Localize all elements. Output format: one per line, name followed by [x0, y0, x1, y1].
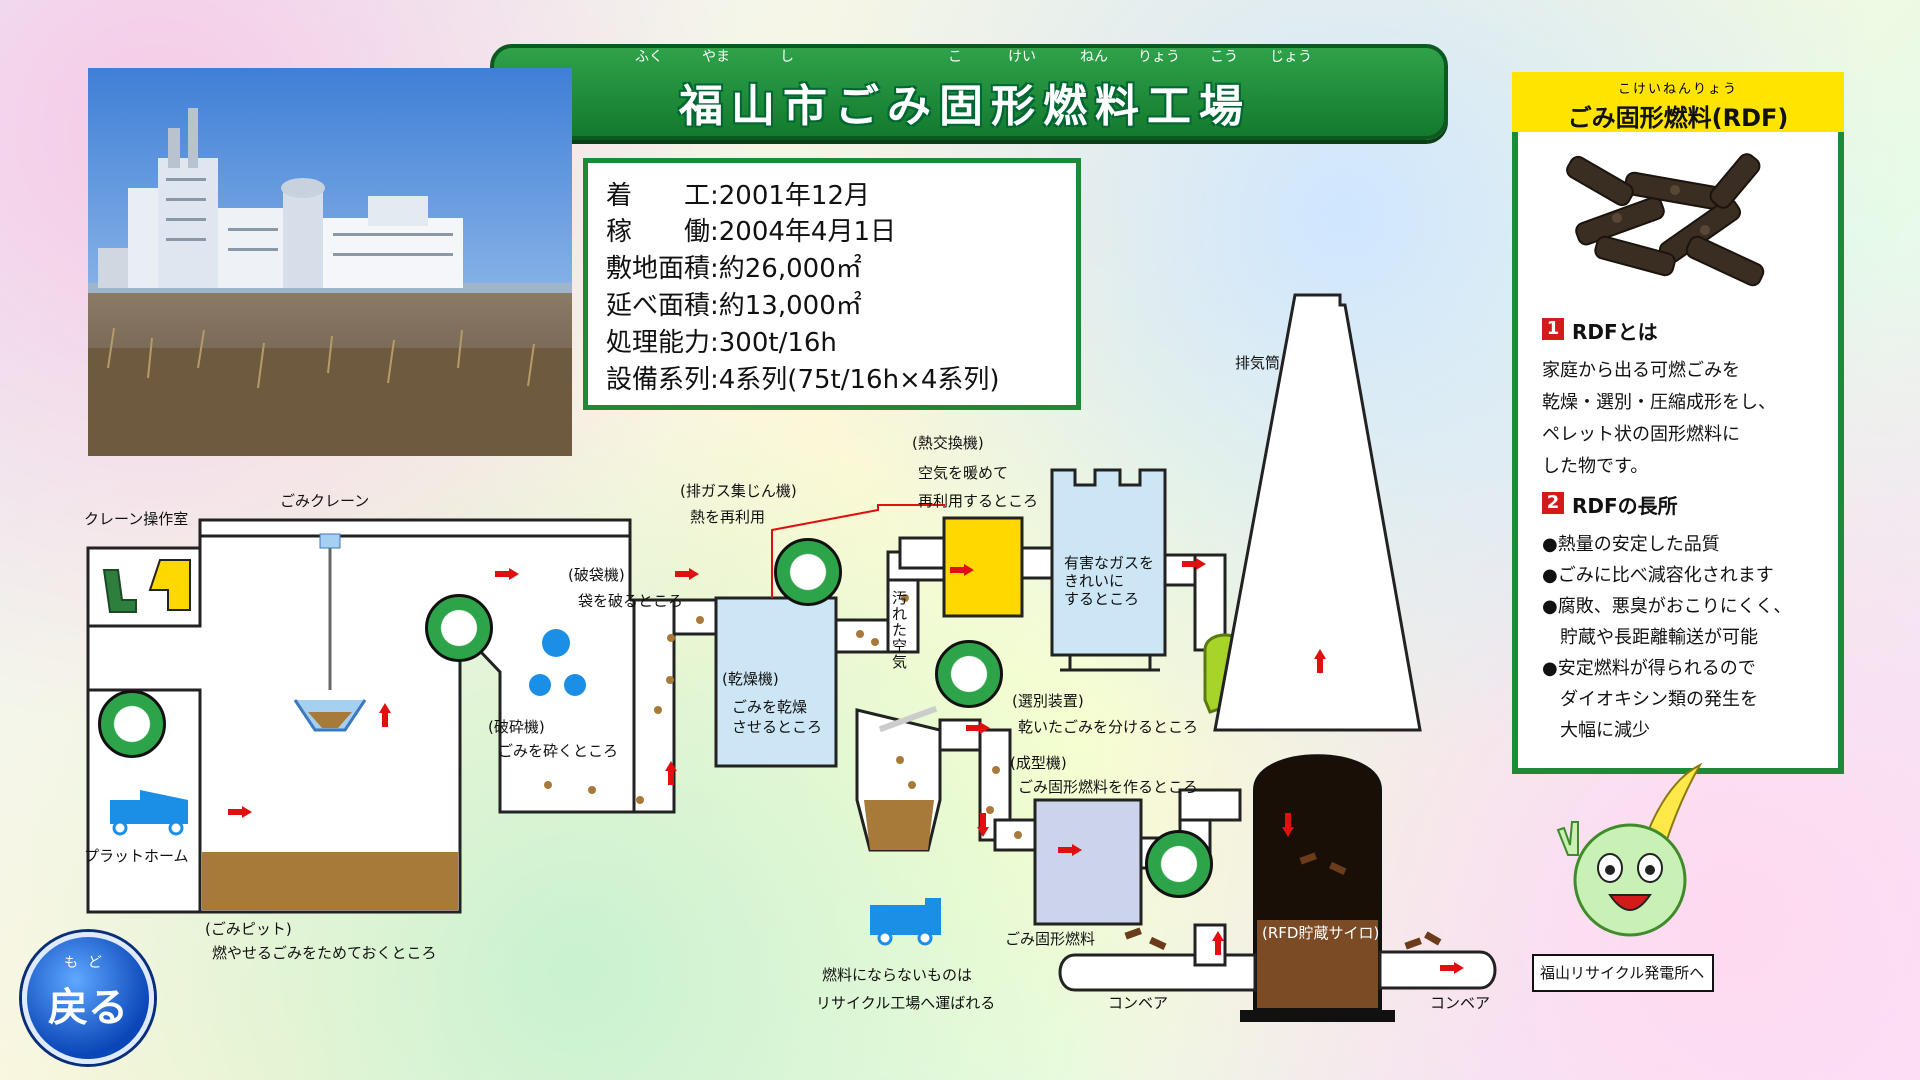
rdf-section1-title: RDFとは: [1572, 320, 1658, 344]
info-floor-area: 延べ面積:約13,000㎡: [606, 291, 862, 321]
rdf-pellets-image: [1555, 150, 1785, 300]
flow-arrow: [977, 813, 989, 839]
label-garbage-crane: ごみクレーン: [280, 492, 370, 510]
dryer-unit: [714, 596, 838, 768]
label-chimney: 排気筒: [1235, 354, 1281, 372]
crusher-gears-icon: [529, 629, 586, 696]
garbage-truck-icon: [110, 790, 188, 836]
label-silo: (RFD貯蔵サイロ): [1262, 924, 1380, 942]
label-gas-treatment-3: するところ: [1064, 590, 1140, 608]
rdf-title-ruby: こけいねんりょう: [1617, 82, 1738, 97]
rdf-section1-line: 乾燥・選別・圧縮成形をし、: [1542, 392, 1776, 413]
title-banner: [490, 44, 1448, 140]
info-capacity: 処理能力:300t/16h: [606, 328, 837, 358]
molding-machine: [1033, 798, 1143, 926]
crane-rail: [198, 518, 632, 538]
label-pit-desc: 燃やせるごみをためておくところ: [212, 944, 437, 962]
rdf-section2-line: ●腐敗、悪臭がおこりにくく、: [1542, 596, 1792, 617]
rdf-section2-line: ●熱量の安定した品質: [1542, 534, 1720, 555]
info-site-area: 敷地面積:約26,000㎡: [606, 254, 862, 284]
flow-arrow: [495, 568, 521, 580]
flow-arrow: [675, 568, 701, 580]
mascot-hint-button[interactable]: [774, 538, 842, 606]
gas-treatment-unit: [1050, 468, 1167, 657]
flow-arrow: [1182, 558, 1208, 570]
mascot-hint-button[interactable]: [425, 594, 493, 662]
label-non-fuel-2: リサイクル工場へ運ばれる: [816, 994, 996, 1012]
conveyor-right: [1378, 950, 1497, 990]
label-conveyor-right: コンベア: [1430, 994, 1491, 1012]
rdf-section1-line: ペレット状の固形燃料に: [1542, 424, 1740, 445]
rdf-section2-number: 2: [1542, 492, 1564, 514]
label-dirty-air: 汚れた空気: [892, 589, 908, 671]
label-platform: プラットホーム: [84, 847, 189, 865]
label-dust-collector-name: (排ガス集じん機): [680, 482, 797, 500]
rdf-section2-line: ●ごみに比べ減容化されます: [1542, 565, 1774, 586]
rdf-title: ごみ固形燃料(RDF): [1567, 104, 1789, 132]
back-button-ruby: もど: [64, 955, 112, 971]
label-molder-name: (成型機): [1010, 754, 1067, 772]
label-dust-collector-desc: 熱を再利用: [690, 508, 766, 526]
flow-arrow: [1314, 647, 1326, 673]
back-button[interactable]: [22, 932, 154, 1064]
flow-arrow: [1058, 844, 1084, 856]
garbage-pit-floor: [202, 852, 458, 910]
label-separator-name: (選別装置): [1012, 692, 1084, 710]
flow-arrow: [1282, 813, 1294, 839]
rdf-section1-number: 1: [1542, 318, 1564, 340]
mascot-hint-button[interactable]: [935, 640, 1003, 708]
label-gas-treatment-2: きれいに: [1064, 572, 1125, 590]
label-crusher-desc: ごみを砕くところ: [498, 742, 619, 760]
rdf-section1-line: した物です。: [1542, 456, 1649, 477]
back-button-label: 戻る: [48, 985, 128, 1031]
flow-arrow: [228, 806, 254, 818]
label-heat-exchanger-desc-1: 空気を暖めて: [918, 464, 1009, 482]
flow-arrow: [950, 564, 976, 576]
mascot-character: [1550, 760, 1710, 940]
recycle-plant-link[interactable]: [1532, 954, 1714, 992]
mascot-hint-button[interactable]: [98, 690, 166, 758]
rdf-section2-line: ダイオキシン類の発生を: [1542, 689, 1758, 710]
flow-arrow: [1212, 929, 1224, 955]
label-non-fuel-1: 燃料にならないものは: [822, 966, 973, 984]
label-dryer-desc-2: させるところ: [732, 718, 823, 736]
label-crusher-name: (破砕機): [488, 718, 545, 736]
label-conveyor-left: コンベア: [1108, 994, 1169, 1012]
facility-info-box: 着 工:2001年12月 稼 働:2004年4月1日 敷地面積:約26,000㎡…: [583, 158, 1081, 410]
label-pit-name: (ごみピット): [205, 920, 292, 938]
label-dryer-desc-1: ごみを乾燥: [732, 698, 808, 716]
label-gas-treatment-1: 有害なガスを: [1064, 554, 1155, 572]
label-heat-exchanger-name: (熱交換機): [912, 434, 984, 452]
rdf-section1-line: 家庭から出る可燃ごみを: [1542, 360, 1740, 381]
flow-arrow: [379, 701, 391, 727]
flow-arrow: [1440, 962, 1466, 974]
mascot-hint-button[interactable]: [1145, 830, 1213, 898]
rdf-section2-line: 大幅に減少: [1542, 720, 1650, 741]
flow-arrow: [665, 759, 677, 785]
label-separator-desc: 乾いたごみを分けるところ: [1018, 718, 1199, 736]
label-rdf: ごみ固形燃料: [1005, 930, 1096, 948]
recycle-truck-icon: [870, 898, 941, 946]
page-title: 福山市ごみ固形燃料工場: [679, 81, 1251, 132]
info-lines-count: 設備系列:4系列(75t/16h×4系列): [606, 365, 1000, 395]
plant-photo: [88, 68, 572, 456]
title-ruby: ふく やま し こ けい ねん りょう こう じょう: [635, 49, 1312, 65]
rdf-header: [1512, 72, 1844, 132]
label-recycle-plant: 福山リサイクル発電所へ: [1540, 964, 1705, 982]
label-dryer-name: (乾燥機): [722, 670, 779, 688]
label-molder-desc: ごみ固形燃料を作るところ: [1018, 778, 1199, 796]
rdf-section2-title: RDFの長所: [1572, 494, 1678, 518]
rdf-section2-line: ●安定燃料が得られるので: [1542, 658, 1756, 679]
info-start-operation: 稼 働:2004年4月1日: [606, 217, 897, 247]
rdf-section2-line: 貯蔵や長距離輸送が可能: [1542, 627, 1758, 648]
operator-seat: [102, 569, 137, 613]
label-bag-breaker-name: (破袋機): [568, 566, 625, 584]
chimney: [1213, 293, 1422, 732]
label-bag-breaker-desc: 袋を破るところ: [578, 592, 684, 610]
info-start-construction: 着 工:2001年12月: [606, 181, 871, 211]
flow-arrow: [966, 722, 992, 734]
label-crane-room: クレーン操作室: [84, 510, 189, 528]
label-heat-exchanger-desc-2: 再利用するところ: [918, 492, 1039, 510]
